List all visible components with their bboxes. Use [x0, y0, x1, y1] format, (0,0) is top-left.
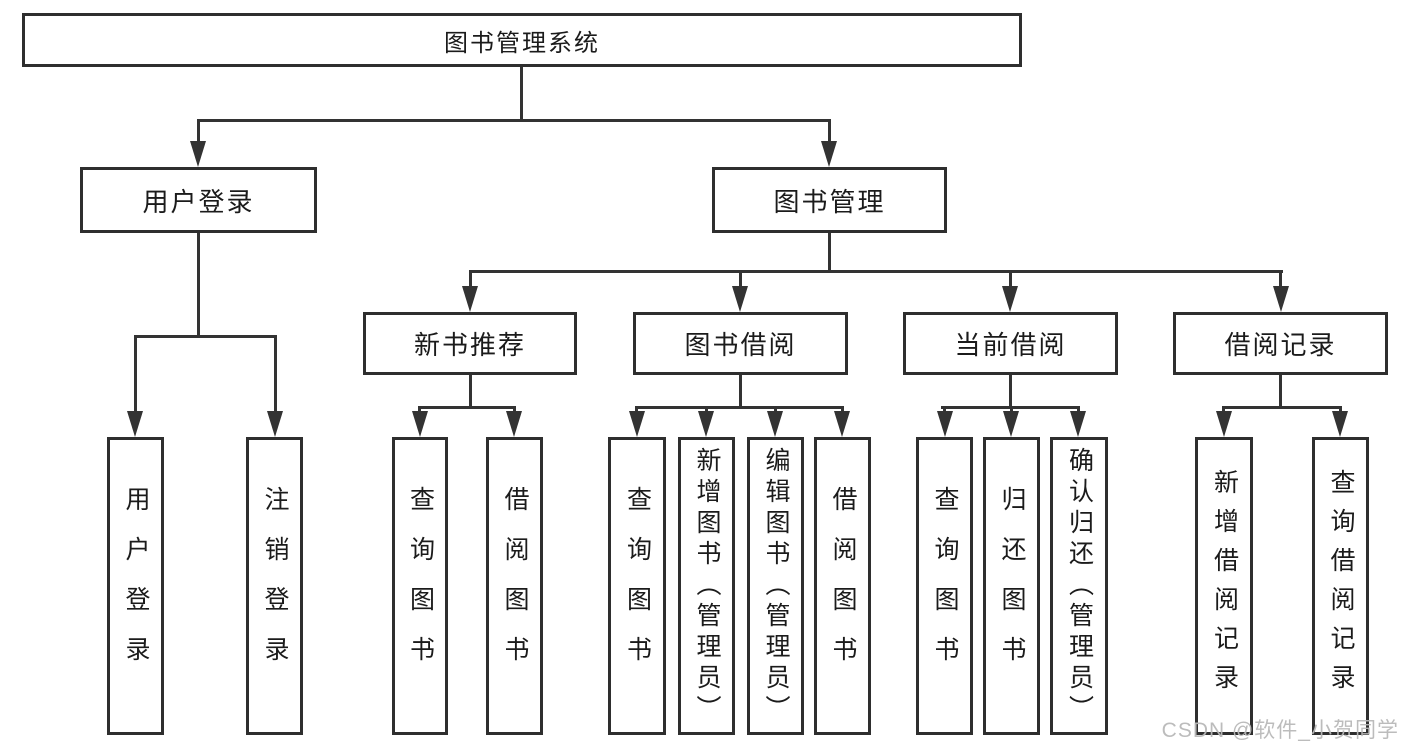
arrow-down-icon: [267, 411, 283, 437]
connector-stem: [134, 335, 137, 414]
arrow-down-icon: [629, 411, 645, 437]
leaf-add-borrow-record: 新增借阅记录: [1195, 437, 1253, 735]
node-label: 图书借阅: [684, 330, 797, 360]
connector-rail-level3: [469, 270, 1283, 273]
connector-stem: [1279, 270, 1282, 289]
arrow-down-icon: [1216, 411, 1232, 437]
leaf-logout: 注销登录: [246, 437, 303, 735]
leaf-label: 查询图书: [406, 486, 435, 686]
arrow-down-icon: [732, 286, 748, 312]
connector-stem: [739, 270, 742, 289]
arrow-down-icon: [1002, 286, 1018, 312]
leaf-query-books-current: 查询图书: [916, 437, 973, 735]
leaf-confirm-return-admin: 确认归还（管理员）: [1050, 437, 1108, 735]
arrow-down-icon: [1332, 411, 1348, 437]
arrow-down-icon: [1003, 411, 1019, 437]
leaf-label: 注销登录: [261, 486, 289, 686]
node-label: 图书管理: [773, 186, 886, 217]
arrow-down-icon: [462, 286, 478, 312]
node-label: 当前借阅: [954, 330, 1067, 360]
node-book-borrowing: 图书借阅: [633, 312, 848, 375]
connector-stem: [469, 270, 472, 289]
node-label: 图书管理系统: [444, 29, 600, 57]
connector-stem: [828, 233, 831, 273]
arrow-down-icon: [937, 411, 953, 437]
arrow-down-icon: [1273, 286, 1289, 312]
leaf-add-books-admin: 新增图书（管理员）: [678, 437, 735, 735]
leaf-label: 新增借阅记录: [1210, 469, 1239, 703]
arrow-down-icon: [767, 411, 783, 437]
connector-stem: [1009, 375, 1012, 408]
connector-rail: [635, 406, 844, 409]
connector-rail: [134, 335, 277, 338]
leaf-label: 确认归还（管理员）: [1065, 446, 1094, 726]
leaf-label: 查询图书: [931, 486, 959, 686]
leaf-label: 查询借阅记录: [1327, 469, 1355, 703]
arrow-down-icon: [506, 411, 522, 437]
arrow-down-icon: [1070, 411, 1086, 437]
connector-stem: [274, 335, 277, 414]
leaf-label: 归还图书: [998, 486, 1026, 686]
node-label: 用户登录: [142, 186, 255, 217]
connector-stem: [197, 233, 200, 337]
leaf-query-books-recommend: 查询图书: [392, 437, 448, 735]
node-new-book-recommend: 新书推荐: [363, 312, 577, 375]
arrow-down-icon: [190, 141, 206, 167]
node-label: 借阅记录: [1224, 330, 1337, 360]
leaf-query-borrow-record: 查询借阅记录: [1312, 437, 1369, 735]
leaf-label: 借阅图书: [501, 486, 529, 686]
connector-stem: [197, 119, 200, 144]
leaf-label: 借阅图书: [829, 486, 857, 686]
leaf-label: 用户登录: [122, 486, 150, 686]
node-user-login: 用户登录: [80, 167, 317, 233]
arrow-down-icon: [698, 411, 714, 437]
node-borrowing-records: 借阅记录: [1173, 312, 1388, 375]
connector-stem: [1009, 270, 1012, 289]
connector-rail: [1222, 406, 1342, 409]
leaf-return-books: 归还图书: [983, 437, 1040, 735]
leaf-borrow-books: 借阅图书: [814, 437, 871, 735]
node-book-management: 图书管理: [712, 167, 947, 233]
node-label: 新书推荐: [413, 330, 526, 360]
connector-stem: [469, 375, 472, 408]
arrow-down-icon: [821, 141, 837, 167]
connector-rail: [418, 406, 516, 409]
connector-stem: [739, 375, 742, 408]
leaf-user-login: 用户登录: [107, 437, 164, 735]
node-current-borrowing: 当前借阅: [903, 312, 1118, 375]
leaf-label: 新增图书（管理员）: [693, 446, 721, 726]
leaf-borrow-books-recommend: 借阅图书: [486, 437, 543, 735]
leaf-label: 编辑图书（管理员）: [762, 446, 790, 726]
connector-stem: [1279, 375, 1282, 408]
connector-stem: [828, 119, 831, 144]
csdn-watermark: CSDN @软件_小贺同学: [1161, 719, 1399, 742]
leaf-edit-books-admin: 编辑图书（管理员）: [747, 437, 804, 735]
connector-rail-level2: [197, 119, 831, 122]
arrow-down-icon: [127, 411, 143, 437]
arrow-down-icon: [412, 411, 428, 437]
arrow-down-icon: [834, 411, 850, 437]
leaf-label: 查询图书: [623, 486, 652, 686]
leaf-query-books-borrowing: 查询图书: [608, 437, 666, 735]
connector-root-stem: [520, 67, 523, 121]
node-library-management-system: 图书管理系统: [22, 13, 1022, 67]
